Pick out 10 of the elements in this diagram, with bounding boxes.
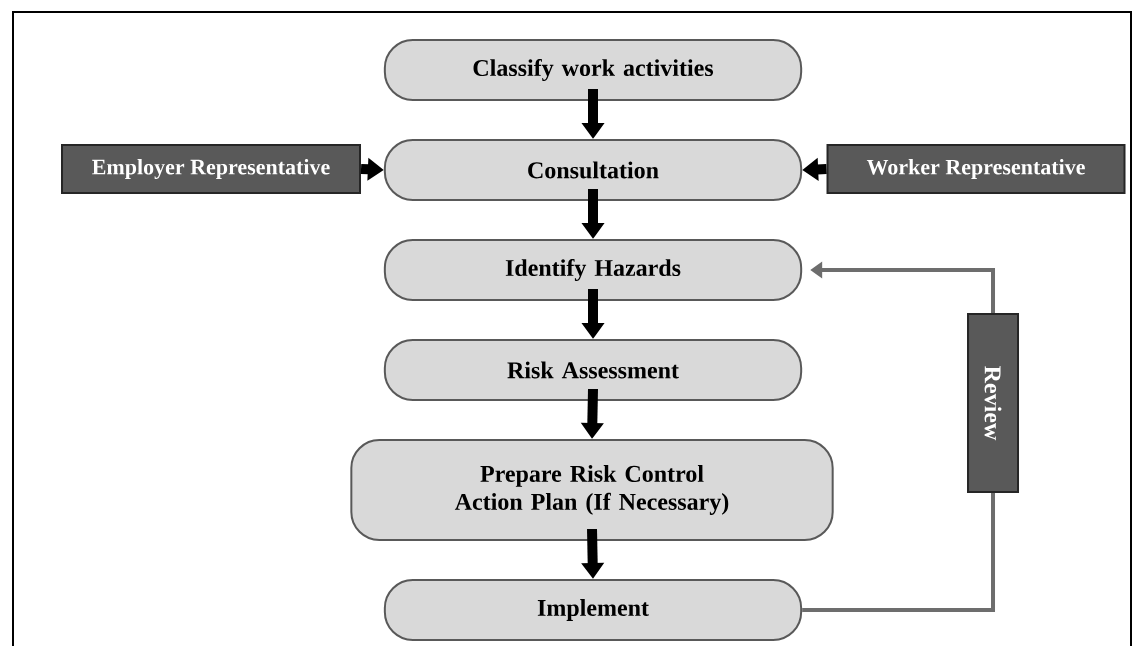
process-box: Prepare Risk Control Action Plan (If Necessary) [350,439,834,541]
role-box: Employer Representative [61,144,361,194]
process-box: Risk Assessment [383,339,803,401]
review-box: Review [967,313,1019,493]
process-box: Implement [383,579,803,641]
connector-line [802,493,995,612]
process-box: Classify work activities [383,39,803,101]
role-box: Worker Representative [826,144,1126,194]
process-box: Consultation [383,139,803,201]
process-box: Identify Hazards [383,239,803,301]
